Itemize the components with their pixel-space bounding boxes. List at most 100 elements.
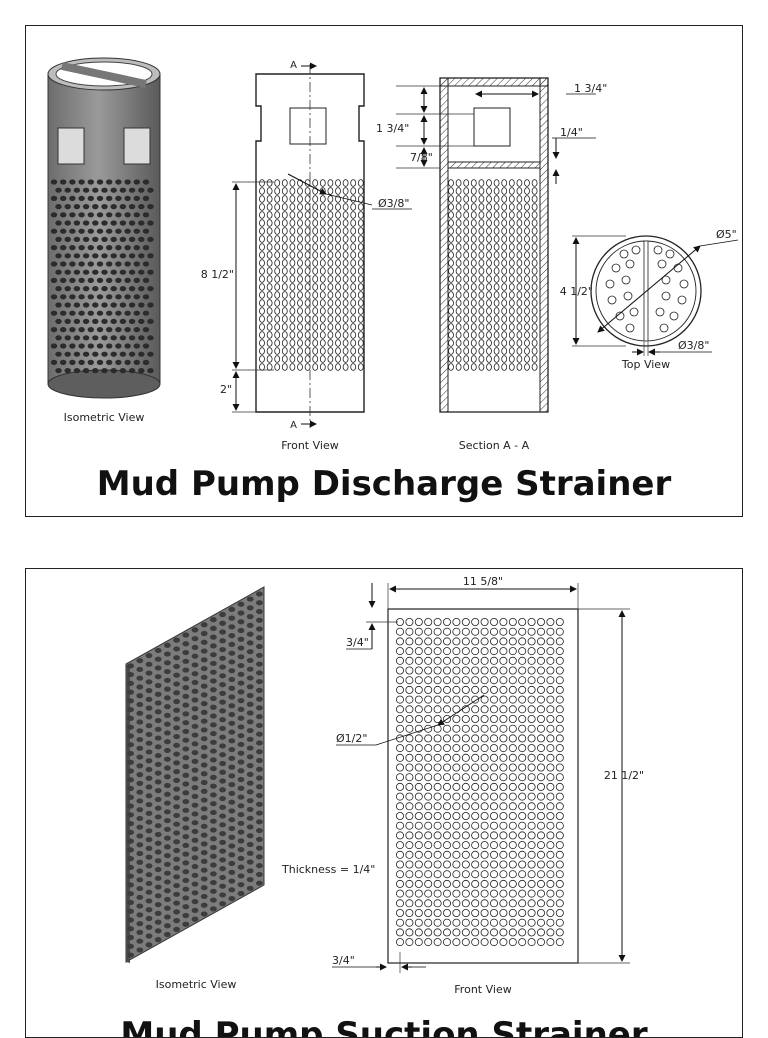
hole (455, 219, 462, 227)
hole (237, 619, 245, 625)
hole (531, 299, 538, 307)
hole (256, 600, 263, 606)
hole (138, 302, 145, 308)
hole (173, 733, 181, 740)
hole (266, 331, 273, 339)
section-hole-grid (448, 179, 538, 371)
hole (508, 918, 517, 927)
hole (246, 701, 254, 707)
hole (463, 299, 470, 307)
hole (433, 763, 442, 772)
hole (228, 633, 236, 639)
hole (424, 938, 433, 947)
hole (259, 291, 265, 299)
hole (145, 714, 153, 720)
hole (527, 938, 536, 947)
hole (55, 187, 62, 193)
hole (395, 676, 404, 685)
hole (136, 728, 144, 734)
hole (461, 841, 470, 850)
hole (78, 277, 85, 283)
hole (145, 915, 153, 922)
hole (524, 291, 530, 299)
hole (106, 327, 113, 333)
hole (461, 879, 470, 888)
hole (442, 841, 451, 850)
hole (82, 253, 90, 259)
hole (228, 755, 236, 761)
hole (619, 249, 629, 259)
hole (69, 179, 76, 185)
outer-diameter-dim: Ø5" (716, 228, 737, 241)
hole (82, 318, 90, 324)
hole (448, 267, 454, 275)
hole (256, 880, 263, 886)
hole (452, 744, 461, 753)
hole (433, 841, 442, 850)
hole (470, 347, 477, 355)
hole (173, 777, 181, 783)
hole (266, 243, 273, 251)
hole (210, 774, 217, 780)
hole (110, 236, 117, 242)
hole (546, 831, 555, 840)
hole (124, 261, 131, 267)
hole (342, 315, 349, 323)
hole (493, 211, 500, 219)
hole (555, 676, 564, 685)
hole (136, 912, 144, 918)
hole (110, 335, 117, 341)
hole (442, 763, 451, 772)
hole (319, 243, 326, 251)
hole (536, 685, 545, 694)
hole (246, 745, 254, 751)
hole (527, 763, 536, 772)
hole (69, 195, 76, 201)
hole (489, 802, 498, 811)
hole (312, 267, 319, 275)
hole (463, 275, 470, 283)
hole (480, 860, 489, 869)
hole (210, 809, 217, 816)
hole (357, 219, 364, 227)
hole (87, 195, 94, 201)
hole (182, 685, 190, 691)
hole (200, 657, 208, 663)
hole (281, 275, 288, 283)
hole (82, 236, 90, 242)
hole (424, 724, 433, 733)
hole (259, 203, 265, 211)
hole (173, 795, 181, 801)
hole (259, 315, 265, 323)
hole (173, 760, 181, 766)
hole (319, 179, 326, 187)
hole (55, 220, 62, 226)
hole (516, 187, 523, 195)
hole (501, 307, 508, 315)
hole (489, 899, 498, 908)
hole (78, 212, 85, 218)
hole (297, 251, 303, 259)
hole (448, 219, 454, 227)
hole (518, 656, 527, 665)
hole (110, 220, 117, 226)
hole (246, 684, 254, 690)
hole (64, 335, 71, 341)
hole (147, 236, 154, 242)
hole (289, 195, 296, 203)
hole (164, 879, 171, 885)
hole (92, 220, 99, 226)
hole (191, 749, 199, 756)
hole (304, 339, 311, 347)
hole (335, 219, 341, 227)
hole (82, 187, 90, 193)
hole (471, 821, 480, 830)
hole (516, 315, 523, 323)
hole (136, 929, 144, 935)
hole (499, 908, 508, 917)
hole (182, 772, 190, 778)
hole (164, 712, 171, 718)
hole (414, 618, 423, 627)
hole (531, 195, 538, 203)
hole (78, 327, 85, 333)
